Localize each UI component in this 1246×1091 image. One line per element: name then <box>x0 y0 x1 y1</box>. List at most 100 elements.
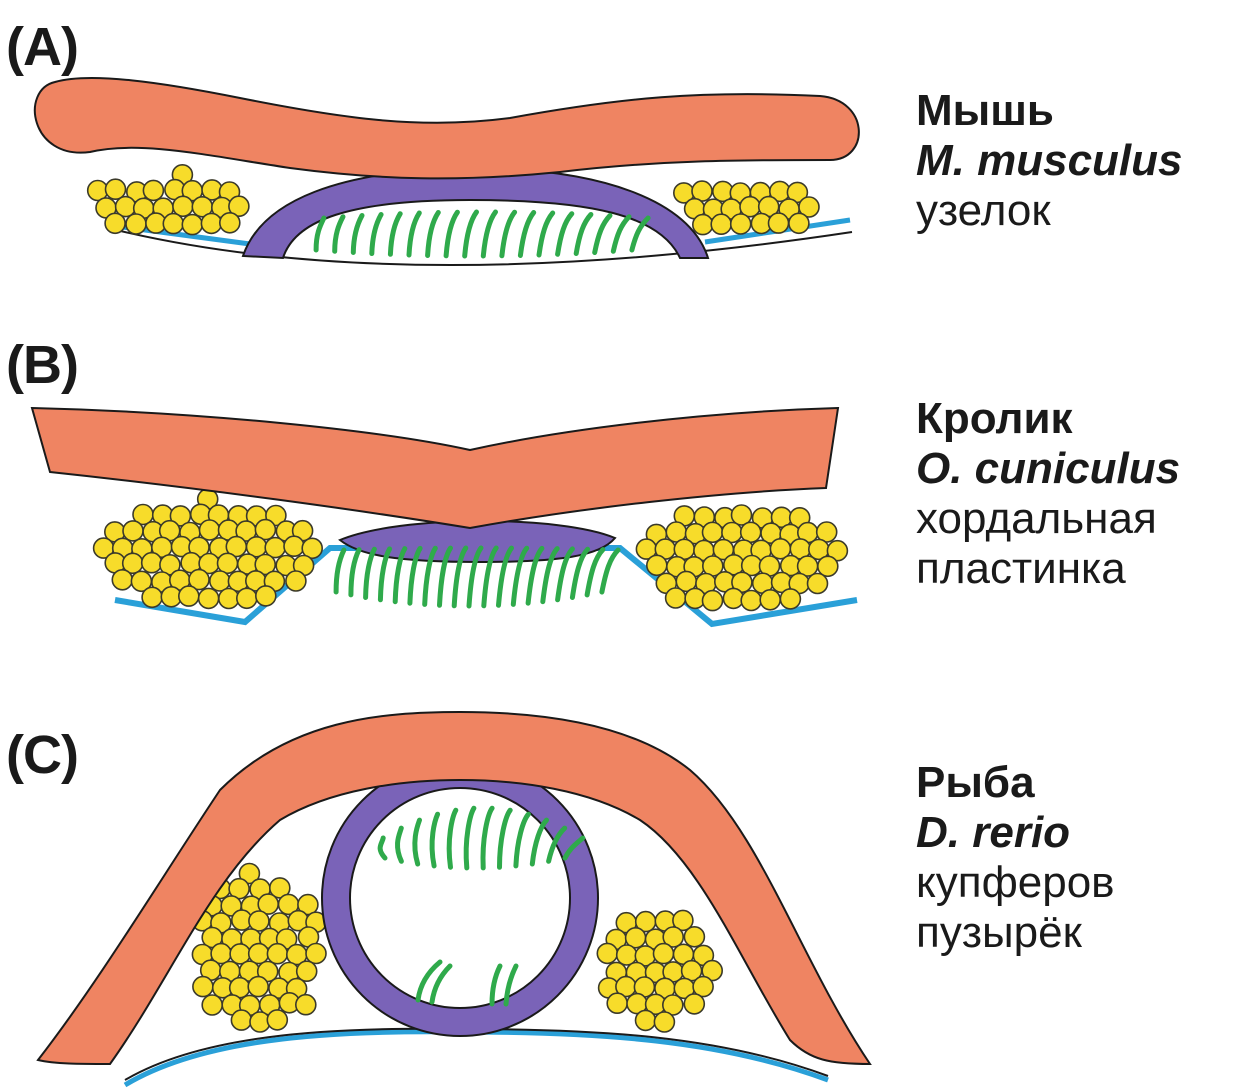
cilium <box>409 213 419 255</box>
cell <box>202 995 222 1015</box>
cell <box>808 574 828 594</box>
panel-c-cells-right <box>597 910 722 1032</box>
panel-c-vesicle-outline-inner <box>350 788 570 1008</box>
cell <box>219 589 239 609</box>
cell <box>163 214 183 234</box>
panel-b-organ-line-1: хордальная <box>916 494 1180 544</box>
cell <box>636 1010 656 1030</box>
cell <box>249 944 269 964</box>
cilium <box>558 214 572 255</box>
cell <box>267 944 287 964</box>
panel-b-species: O. cuniculus <box>916 444 1180 494</box>
cell <box>193 977 213 997</box>
cell <box>666 588 686 608</box>
cell <box>123 521 143 541</box>
panel-b-organ-line-2: пластинка <box>916 544 1180 594</box>
panel-a-diagram <box>35 78 859 265</box>
cilium <box>428 213 439 256</box>
cilium <box>602 550 618 592</box>
panel-a-cells-right <box>674 181 819 235</box>
cell <box>760 590 780 610</box>
cell <box>126 214 146 234</box>
cilium <box>415 820 420 864</box>
cell <box>179 586 199 606</box>
cell <box>200 520 220 540</box>
cilium <box>532 820 546 864</box>
panel-c-vesicle-wall <box>336 774 584 1022</box>
cell <box>142 553 162 573</box>
cell <box>741 591 761 611</box>
cell <box>249 911 269 931</box>
cilium <box>595 216 610 253</box>
cell <box>654 1012 674 1032</box>
panel-c-organ-line-1: купферов <box>916 858 1115 908</box>
cilium <box>446 212 457 256</box>
cell <box>237 588 257 608</box>
panel-a-cilia <box>316 212 648 256</box>
panel-a-cells-left <box>88 165 249 235</box>
panel-c-endoderm <box>125 1032 828 1085</box>
panel-a-label: Мышь M. musculus узелок <box>916 86 1183 236</box>
cell <box>296 995 316 1015</box>
cilium <box>432 814 438 866</box>
cilium <box>449 810 456 867</box>
cell <box>684 927 704 947</box>
cilium <box>390 214 400 255</box>
panel-b-cells-left <box>94 489 323 608</box>
cell <box>711 214 731 234</box>
panel-a-organ: узелок <box>916 186 1183 236</box>
cell <box>143 180 163 200</box>
panel-b-common-name: Кролик <box>916 394 1180 444</box>
panel-c-species: D. rerio <box>916 808 1115 858</box>
cell <box>607 993 627 1013</box>
cilium <box>380 838 385 858</box>
cilium <box>483 808 492 868</box>
cell <box>286 571 306 591</box>
panel-a-common-name: Мышь <box>916 86 1183 136</box>
cilium <box>335 217 343 252</box>
cilium <box>372 215 381 254</box>
cell <box>693 215 713 235</box>
cell <box>231 1010 251 1030</box>
cilium <box>465 212 477 256</box>
cilium <box>366 549 375 597</box>
cell <box>684 994 704 1014</box>
panel-b-label: Кролик O. cuniculus хордальная пластинка <box>916 394 1180 594</box>
cell <box>789 213 809 233</box>
cell <box>106 179 126 199</box>
cell <box>617 945 637 965</box>
cell <box>769 213 789 233</box>
diagram-canvas <box>0 0 900 1091</box>
panel-c-common-name: Рыба <box>916 758 1115 808</box>
cilium <box>397 828 401 861</box>
cilium <box>351 550 359 595</box>
panel-c-diagram <box>38 712 870 1085</box>
panel-c-label: Рыба D. rerio купферов пузырёк <box>916 758 1115 958</box>
panel-c-cilia-bottom <box>418 962 516 1004</box>
panel-b-diagram <box>32 408 857 624</box>
cell <box>142 587 162 607</box>
cell <box>297 961 317 981</box>
cilium <box>520 213 533 256</box>
cell <box>267 1010 287 1030</box>
cilium <box>483 212 495 256</box>
cell <box>703 591 723 611</box>
cell <box>597 943 617 963</box>
cell <box>201 213 221 233</box>
cell <box>703 522 723 542</box>
cilium <box>500 810 511 867</box>
cell <box>256 586 276 606</box>
cell <box>105 213 125 233</box>
cell <box>182 215 202 235</box>
cell <box>112 570 132 590</box>
cilium <box>502 212 515 256</box>
cell <box>248 977 268 997</box>
cilium <box>516 814 529 866</box>
cilium <box>336 550 344 592</box>
cell <box>199 588 219 608</box>
cell <box>220 213 240 233</box>
cilium <box>466 808 474 868</box>
cell <box>780 589 800 609</box>
panel-b-cells-right <box>636 505 847 611</box>
panel-a-ectoderm <box>35 78 859 178</box>
